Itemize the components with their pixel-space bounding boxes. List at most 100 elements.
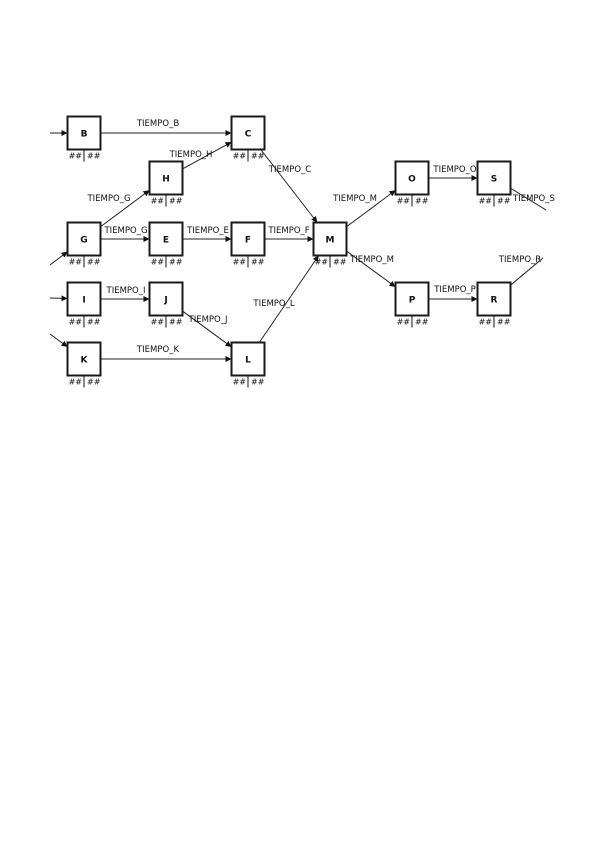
node-early-value: ## — [233, 378, 247, 387]
edge-label: TIEMPO_L — [252, 299, 294, 309]
node-l: L ## ## — [230, 341, 266, 388]
node-late-value: ## — [87, 258, 101, 267]
edge-h-c — [182, 141, 232, 170]
node-label: H — [162, 175, 170, 185]
node-late-value: ## — [169, 318, 183, 327]
node-f: F#### — [230, 221, 266, 268]
edge-label: TIEMPO_G — [86, 194, 130, 204]
node-c: C ## ## — [230, 115, 266, 162]
node-late-value: ## — [87, 318, 101, 327]
node-label: R — [491, 296, 498, 306]
edge-g-h — [100, 189, 150, 228]
node-late-value: ## — [415, 318, 429, 327]
node-late-value: ## — [169, 258, 183, 267]
edge-label: TIEMPO_C — [268, 165, 311, 175]
node-early-value: ## — [233, 152, 247, 161]
node-early-value: ## — [151, 258, 165, 267]
node-label: I — [82, 296, 85, 306]
edge-l-m — [258, 255, 320, 343]
node-early-value: ## — [69, 152, 83, 161]
node-m: M ## ## — [312, 221, 348, 268]
node-late-value: ## — [251, 152, 265, 161]
nodes-layer: B####C####H####G####E####F####M####O####… — [66, 115, 512, 388]
node-early-value: ## — [69, 318, 83, 327]
node-label: S — [491, 175, 497, 185]
node-early-value: ## — [397, 318, 411, 327]
node-late-value: ## — [415, 197, 429, 206]
node-late-value: ## — [497, 197, 511, 206]
node-label: K — [81, 356, 89, 366]
edge-label: TIEMPO_R — [498, 255, 541, 265]
node-box — [394, 160, 430, 196]
node-j: J ## ## — [148, 281, 184, 328]
node-label: J — [163, 296, 167, 306]
edge-label: TIEMPO_H — [169, 150, 213, 160]
node-p: P ## ## — [394, 281, 430, 328]
edge-start-k — [49, 333, 68, 348]
edge-c-m — [260, 149, 318, 223]
edge-j-l — [182, 310, 232, 348]
node-box — [66, 341, 102, 377]
node-i: I ## ## — [66, 281, 102, 328]
node-label: B — [81, 130, 88, 140]
node-early-value: ## — [233, 258, 247, 267]
node-o: O ## ## — [394, 160, 430, 207]
edge-label: TIEMPO_G — [103, 226, 147, 236]
edge-r-end — [510, 257, 544, 286]
node-box — [230, 341, 266, 377]
node-early-value: ## — [479, 197, 493, 206]
edge-start-i — [49, 295, 68, 302]
node-label: E — [163, 236, 169, 246]
node-h: H ## ## — [148, 160, 184, 207]
node-late-value: ## — [169, 197, 183, 206]
node-label: P — [409, 296, 416, 306]
node-g: G ## ## — [66, 221, 102, 268]
node-early-value: ## — [397, 197, 411, 206]
edge-label: TIEMPO_P — [433, 285, 476, 295]
node-early-value: ## — [151, 197, 165, 206]
node-late-value: ## — [87, 152, 101, 161]
node-r: R ## ## — [476, 281, 512, 328]
node-box — [66, 281, 102, 317]
node-early-value: ## — [479, 318, 493, 327]
edge-label: TIEMPO_K — [136, 345, 179, 355]
node-label: G — [80, 236, 87, 246]
node-box — [148, 160, 184, 196]
edge-label: TIEMPO_M — [349, 255, 394, 265]
node-late-value: ## — [333, 258, 347, 267]
node-early-value: ## — [151, 318, 165, 327]
edge-label: TIEMPO_I — [106, 286, 146, 296]
node-box — [312, 221, 348, 257]
node-box — [66, 115, 102, 151]
edge-label: TIEMPO_B — [136, 119, 179, 129]
node-box — [148, 281, 184, 317]
edge-labels-layer: TIEMPO_B TIEMPO_H TIEMPO_G TIEMPO_G TIEMPO_E… — [86, 119, 554, 355]
node-b: B ## ## — [66, 115, 102, 162]
node-label: M — [326, 236, 335, 246]
node-label: L — [245, 356, 251, 366]
node-box — [476, 281, 512, 317]
edge-start-g — [49, 251, 68, 266]
node-early-value: ## — [69, 258, 83, 267]
edge-label: TIEMPO_O — [432, 165, 476, 175]
edge-label: TIEMPO_S — [512, 194, 555, 204]
edge-label: TIEMPO_M — [332, 194, 377, 204]
node-label: O — [408, 175, 416, 185]
node-e: E ## ## — [148, 221, 184, 268]
node-early-value: ## — [69, 378, 83, 387]
node-late-value: ## — [251, 378, 265, 387]
edge-m-p — [346, 250, 396, 288]
node-late-value: ## — [497, 318, 511, 327]
node-label: C — [245, 130, 252, 140]
edge-label: TIEMPO_E — [186, 226, 229, 236]
node-k: K ## ## — [66, 341, 102, 388]
edge-label: TIEMPO_F — [267, 226, 309, 236]
node-late-value: ## — [87, 378, 101, 387]
node-early-value: ## — [315, 258, 329, 267]
edge-m-o — [346, 189, 396, 228]
node-box — [476, 160, 512, 196]
edge-label: TIEMPO_J — [188, 315, 228, 325]
node-late-value: ## — [251, 258, 265, 267]
